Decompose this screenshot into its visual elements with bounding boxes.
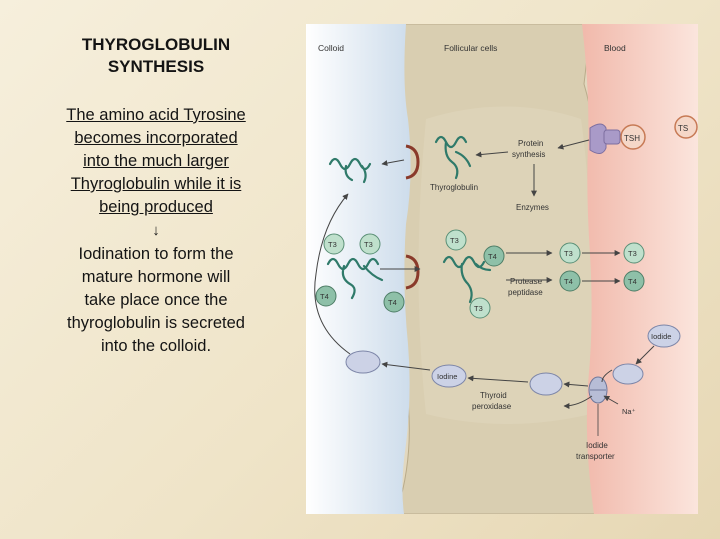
t3-label: T3	[628, 249, 637, 258]
title-line: THYROGLOBULIN	[81, 35, 231, 54]
hormone-circles-colloid	[315, 233, 405, 313]
description-line: into the much larger	[83, 152, 229, 170]
slide-text-panel: THYROGLOBULIN SYNTHESIS The amino acid T…	[22, 34, 290, 358]
tsh-partial-label: TS	[678, 124, 688, 133]
curved-release-arrow	[563, 395, 593, 409]
iodinated-thyroglobulin-chain	[326, 257, 384, 300]
description-line: becomes incorporated	[74, 129, 238, 147]
free-hormones	[559, 242, 645, 292]
t3-label: T3	[474, 304, 483, 313]
description-line: mature hormone will	[81, 268, 231, 286]
description-line: Thyroglobulin while it is	[70, 175, 242, 193]
colloid-thyroglobulin-chain	[328, 157, 372, 184]
description-line: being produced	[99, 198, 213, 216]
synthesis-to-thyroglobulin-arrow	[475, 151, 509, 158]
thyroglobulin-diagram: Colloid Follicular cells Blood TSH TS Pr…	[306, 24, 698, 514]
thyroid-peroxidase-label: peroxidase	[472, 402, 512, 411]
thyroid-peroxidase-label: Thyroid	[480, 391, 507, 400]
protein-synthesis-label: synthesis	[512, 150, 545, 159]
cell-iodinated-thyroglobulin-chain	[442, 255, 492, 304]
iodide-transporter-label: Iodide	[586, 441, 608, 450]
hormone-circles-cell	[445, 229, 505, 319]
iodide-label: Iodide	[651, 332, 671, 341]
tsh-label: TSH	[624, 134, 640, 143]
colloid-cycle-arrow	[314, 193, 351, 355]
iodide-blood	[647, 324, 681, 348]
tsh-molecule-partial	[674, 115, 698, 139]
t4-label: T4	[388, 298, 397, 307]
description-line: take place once the	[84, 291, 228, 309]
description-line: into the colloid.	[100, 337, 212, 355]
protein-synthesis-label: Protein	[518, 139, 543, 148]
iodine-colloid	[345, 350, 381, 374]
na-label: Na⁺	[622, 407, 636, 416]
t3-label: T3	[364, 240, 373, 249]
blood-boundary	[582, 24, 698, 514]
colloid-label: Colloid	[318, 43, 344, 53]
t4-label: T4	[628, 277, 637, 286]
t3-label: T3	[564, 249, 573, 258]
iodine-label: Iodine	[437, 372, 457, 381]
t3-label: T3	[450, 236, 459, 245]
thyroglobulin-label: Thyroglobulin	[430, 183, 478, 192]
slide-title: THYROGLOBULIN SYNTHESIS	[22, 34, 290, 78]
iodide-uptake-arrow	[635, 345, 655, 365]
t3-label: T3	[328, 240, 337, 249]
secretion-arrow	[381, 159, 405, 166]
description-line: The amino acid Tyrosine	[66, 106, 246, 124]
t4-label: T4	[488, 252, 497, 261]
down-arrow-icon: ↓	[152, 222, 160, 239]
na-arrow	[603, 395, 619, 405]
tsh-molecule	[620, 124, 646, 150]
title-line: SYNTHESIS	[107, 57, 205, 76]
description-line: thyroglobulin is secreted	[67, 314, 245, 332]
thyroglobulin-chain	[434, 135, 472, 180]
iodide-blood-2	[612, 363, 644, 385]
transporter-to-cell-arrow	[563, 381, 589, 388]
description-paragraph-2: Iodination to form the mature hormone wi…	[22, 243, 290, 358]
blood-label: Blood	[604, 43, 626, 53]
cell-to-iodine-arrow	[467, 375, 529, 383]
enzymes-label: Enzymes	[516, 203, 549, 212]
iodide-transporter	[588, 376, 608, 404]
curved-uptake-arrow	[601, 369, 613, 383]
exocytosis-membrane-top	[405, 144, 420, 180]
iodine-cell	[431, 364, 467, 388]
t4-label: T4	[564, 277, 573, 286]
iodide-cell	[529, 372, 563, 396]
peptidase-label: peptidase	[508, 288, 543, 297]
follicular-cells-label: Follicular cells	[444, 43, 497, 53]
tsh-to-synthesis-arrow	[557, 139, 590, 150]
cell-interior	[418, 106, 593, 424]
t4-label: T4	[320, 292, 329, 301]
iodine-to-colloid-arrow	[381, 361, 431, 371]
colloid-boundary	[306, 24, 411, 514]
iodide-transporter-label: transporter	[576, 452, 615, 461]
description-line: Iodination to form the	[78, 245, 234, 263]
description-paragraph-1: The amino acid Tyrosine becomes incorpor…	[22, 104, 290, 219]
endocytosis-membrane-mid	[405, 254, 420, 290]
tsh-receptor	[589, 123, 621, 154]
protease-label: Protease	[510, 277, 543, 286]
